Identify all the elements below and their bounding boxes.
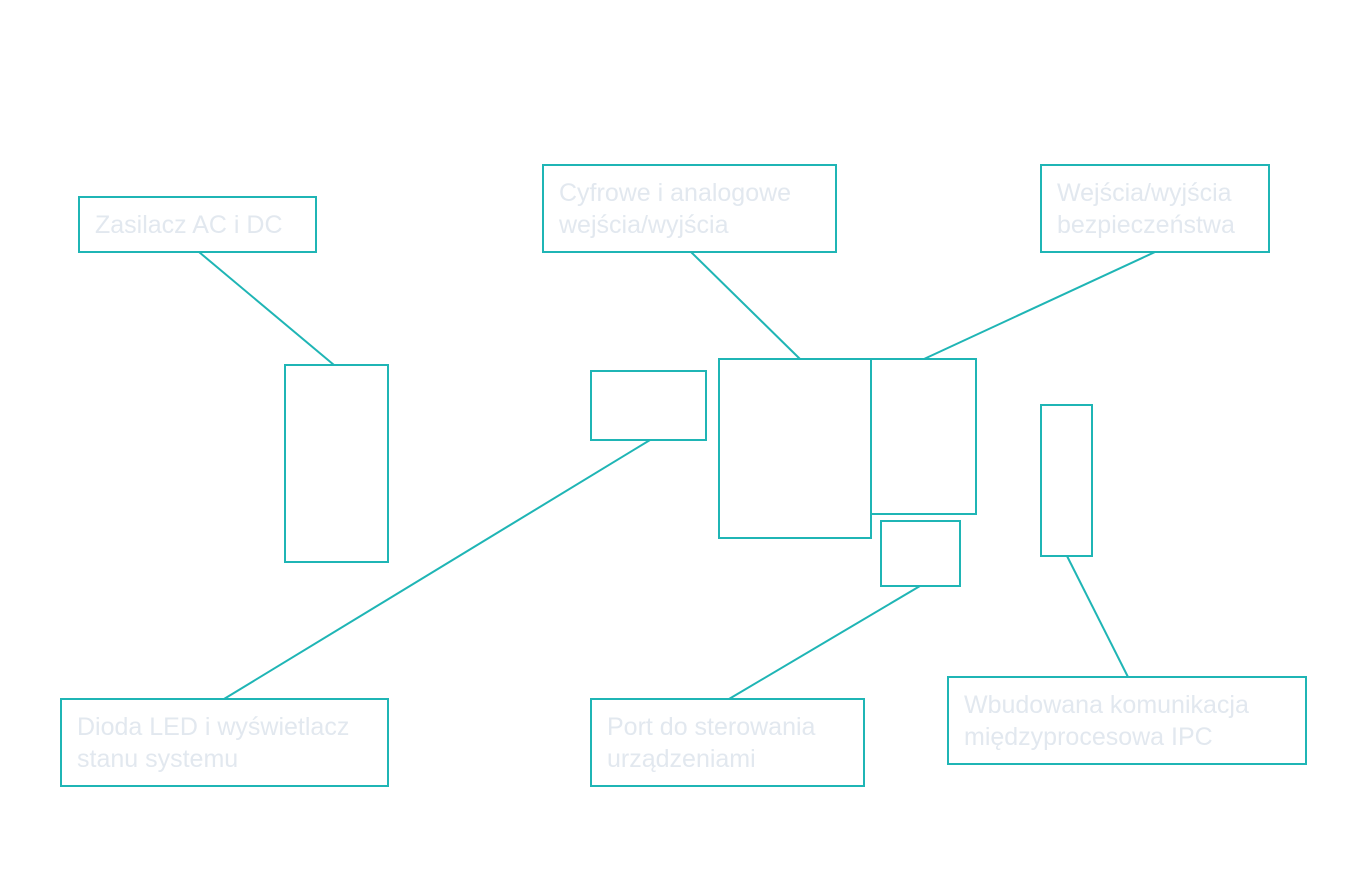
ipc-label: Wbudowana komunikacja międzyprocesowa IP… xyxy=(964,689,1249,753)
status-led-component xyxy=(590,370,707,441)
ipc-component xyxy=(1040,404,1093,557)
ipc-leader-line xyxy=(1066,555,1129,678)
ipc-label-line-2: międzyprocesowa IPC xyxy=(964,723,1213,751)
digital-analog-io-leader-line xyxy=(690,251,801,360)
status-led-label-line-1: Dioda LED i wyświetlacz xyxy=(77,713,350,741)
status-led-label-line-2: stanu systemu xyxy=(77,745,239,773)
safety-io-leader-line xyxy=(923,251,1156,360)
device-port-label: Port do sterowania urządzeniami xyxy=(607,711,815,775)
safety-io-label: Wejścia/wyjścia bezpieczeństwa xyxy=(1057,177,1235,241)
device-port-leader-line xyxy=(728,585,921,700)
digital-analog-io-label: Cyfrowe i analogowe wejścia/wyjścia xyxy=(559,177,791,241)
power-label-frame xyxy=(78,196,317,253)
device-port-label-line-1: Port do sterowania xyxy=(607,713,816,741)
status-led-leader-line xyxy=(223,439,651,700)
power-label: Zasilacz AC i DC xyxy=(95,209,283,241)
ipc-label-line-1: Wbudowana komunikacja xyxy=(964,691,1249,719)
digital-analog-io-label-frame xyxy=(542,164,837,253)
power-supply-component xyxy=(284,364,389,563)
status-led-label: Dioda LED i wyświetlacz stanu systemu xyxy=(77,711,349,775)
power-leader-line xyxy=(198,251,335,366)
digital-analog-io-label-line-1: Cyfrowe i analogowe xyxy=(559,179,792,207)
safety-io-label-line-1: Wejścia/wyjścia xyxy=(1057,179,1232,207)
device-port-label-frame xyxy=(590,698,865,787)
safety-io-component xyxy=(870,358,977,515)
device-port-component xyxy=(880,520,961,587)
digital-analog-io-component xyxy=(718,358,872,539)
power-label-line-1: Zasilacz AC i DC xyxy=(95,211,283,239)
safety-io-label-line-2: bezpieczeństwa xyxy=(1057,211,1235,239)
device-port-label-line-2: urządzeniami xyxy=(607,745,756,773)
digital-analog-io-label-line-2: wejścia/wyjścia xyxy=(559,211,729,239)
